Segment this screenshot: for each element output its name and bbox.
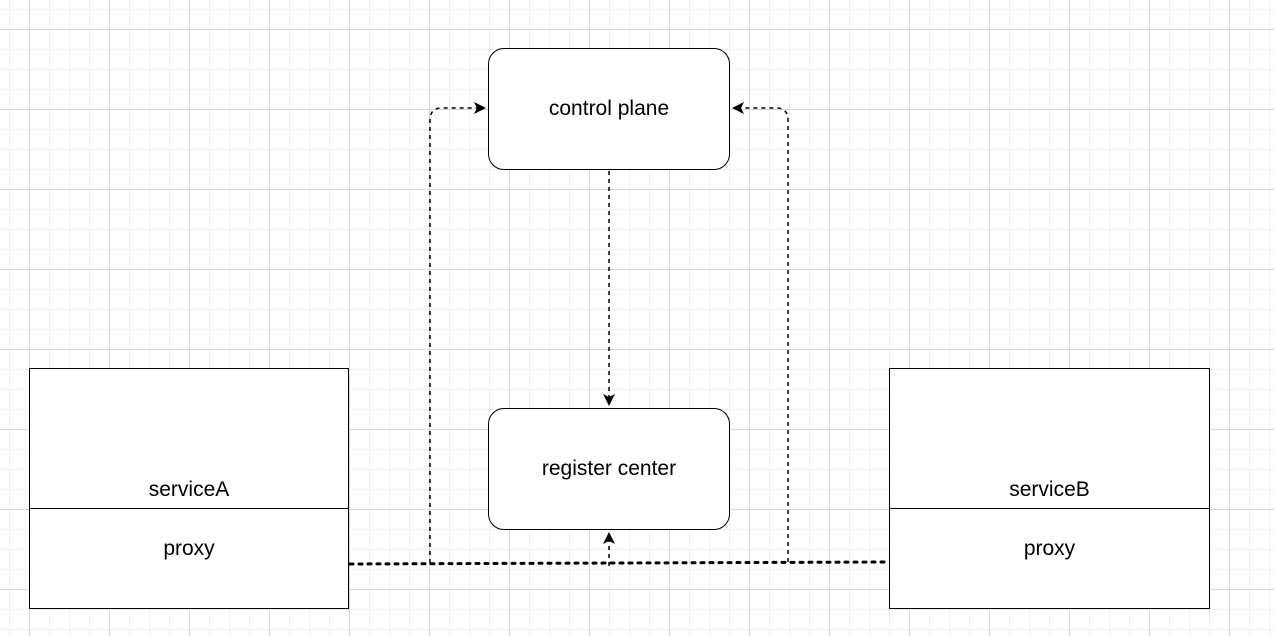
service-b-proxy-section: proxy — [890, 509, 1209, 609]
service-a-node[interactable]: serviceA proxy — [29, 368, 349, 609]
proxy-link-a-b — [348, 560, 890, 566]
service-a-proxy-section: proxy — [30, 509, 348, 609]
register-center-label: register center — [541, 457, 677, 480]
service-a-label: serviceA — [148, 478, 230, 501]
edge-service-a-to-control-plane — [429, 102, 486, 563]
control-plane-node[interactable]: control plane — [488, 48, 730, 170]
register-center-node[interactable]: register center — [488, 408, 730, 530]
edge-service-b-to-control-plane — [732, 102, 789, 562]
service-b-proxy-label: proxy — [1023, 537, 1076, 560]
service-b-label: serviceB — [1009, 478, 1090, 501]
service-b-node[interactable]: serviceB proxy — [889, 368, 1210, 609]
control-plane-label: control plane — [548, 97, 670, 120]
service-a-section: serviceA — [30, 369, 348, 509]
service-a-proxy-label: proxy — [163, 537, 215, 560]
service-b-section: serviceB — [890, 369, 1209, 509]
